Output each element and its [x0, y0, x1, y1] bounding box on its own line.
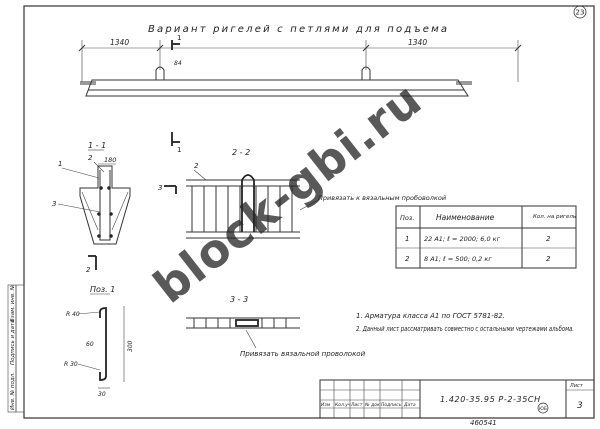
beam-elevation: 1340 1340 84 1 1 [78, 34, 522, 154]
watermark: block-gbi.ru [144, 72, 432, 314]
spec-row-2-qty: 2 [546, 255, 551, 263]
section-1-1-callout-2-lower: 2 [86, 266, 91, 274]
position-1-detail: Поз. 1 R 40 60 R 30 300 30 [64, 285, 134, 398]
sheet-frame [23, 5, 595, 419]
section-1-1-label: 1 - 1 [88, 141, 106, 150]
elevation-section-mark-lower: 1 [177, 146, 181, 154]
note-1: 1. Арматура класса А1 по ГОСТ 5781-82. [356, 312, 505, 320]
section-2-2: 2 - 2 2 3 Привязать к вязальным пробов [158, 148, 446, 239]
section-2-2-mark: 3 [158, 184, 162, 192]
tb-header-izm: Изм [321, 402, 331, 408]
sheet-title: Вариант ригелей с петлями для подъема [148, 24, 449, 35]
section-1-1: 1 - 1 180 1 2 3 2 [52, 141, 131, 274]
elevation-section-mark: 1 [177, 34, 181, 42]
spec-header-qty: Кол. на ригель [533, 214, 576, 220]
seal-circle [537, 402, 549, 414]
tb-header-doc: № док [364, 402, 380, 408]
tb-header-list: Лист [350, 402, 363, 408]
section-2-2-label: 2 - 2 [232, 148, 250, 157]
section-2-2-callout-2: 2 [194, 162, 199, 170]
spec-table: Поз. Наименование Кол. на ригель 1 22 А1… [395, 205, 577, 269]
sheet-label: Лист [569, 383, 584, 389]
inventory-number: 460541 [470, 419, 497, 427]
seal-text: ЮБ [539, 406, 547, 412]
spec-row-2-pos: 2 [405, 255, 410, 263]
position-1-dim-300: 300 [127, 340, 134, 352]
position-1-dim-30: 30 [98, 391, 106, 398]
page-marker: 23 [576, 9, 585, 17]
position-1-r40: R 40 [66, 311, 80, 318]
elevation-small-dim: 84 [174, 60, 182, 67]
tb-header-date: Дата [403, 402, 416, 408]
section-3-3-label: 3 - 3 [230, 295, 248, 304]
spec-row-2-name: 8 А1; ℓ = 500; 0,2 кг [424, 255, 492, 263]
spec-header-name: Наименование [436, 213, 495, 222]
left-binding-strip: Инв. № подл. Подпись и дата Взам. инв. № [7, 284, 25, 413]
section-1-1-dim-top: 180 [104, 156, 116, 164]
position-1-dim-60: 60 [86, 341, 94, 348]
spec-row-1-name: 22 А1; ℓ = 2000; 6,0 кг [424, 235, 501, 243]
note-2: 2. Данный лист рассматривать совместно с… [356, 325, 574, 333]
tb-header-sign: Подпись [381, 402, 402, 408]
section-1-1-callout-2: 2 [88, 154, 93, 162]
sheet-number: 3 [577, 401, 583, 411]
side-label-3: Взам. инв. № [10, 284, 16, 322]
spec-row-1-pos: 1 [405, 235, 409, 243]
side-label-1: Инв. № подл. [10, 372, 16, 410]
elevation-dim-left: 1340 [110, 38, 129, 47]
spec-row-1-qty: 2 [546, 235, 551, 243]
page-marker-circle [573, 5, 587, 19]
section-1-1-callout-1: 1 [58, 160, 62, 168]
title-block: Изм Кол.уч Лист № док Подпись Дата 1.420… [319, 379, 595, 419]
elevation-dim-right: 1340 [408, 38, 427, 47]
section-2-2-note: Привязать к вязальным пробоволкой [318, 194, 446, 202]
section-3-3: 3 - 3 Привязать вязальной проволокой [186, 295, 366, 358]
side-label-2: Подпись и дата [10, 319, 16, 365]
document-code: 1.420-35.95 Р-2-35СН [440, 395, 541, 404]
tb-header-kol: Кол.уч [335, 402, 351, 408]
section-3-3-note: Привязать вязальной проволокой [240, 350, 366, 358]
section-1-1-callout-3: 3 [52, 200, 56, 208]
general-notes: 1. Арматура класса А1 по ГОСТ 5781-82. 2… [356, 312, 574, 333]
spec-header-pos: Поз. [400, 214, 414, 222]
position-1-r30: R 30 [64, 361, 78, 368]
position-1-label: Поз. 1 [90, 285, 115, 294]
